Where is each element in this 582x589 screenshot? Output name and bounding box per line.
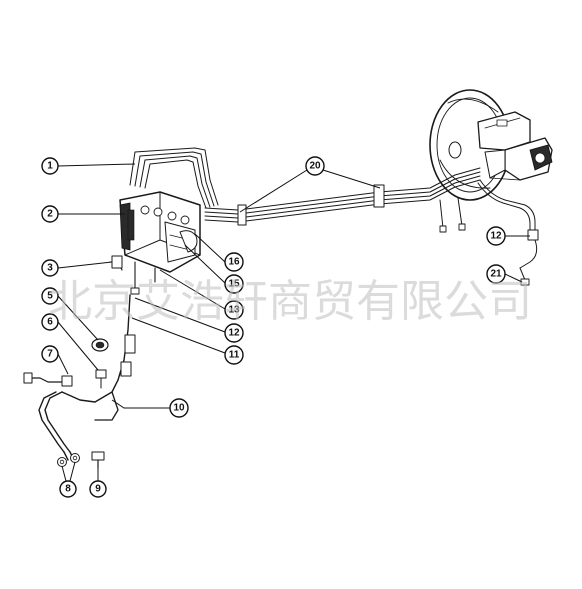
bolt xyxy=(91,451,105,469)
callout-5-label: 5 xyxy=(47,291,53,302)
sensor-connector xyxy=(109,255,123,271)
callout-9-label: 9 xyxy=(95,484,101,495)
callout-20-label: 20 xyxy=(309,161,321,172)
callout-11: 11 xyxy=(224,345,244,365)
callout-6-label: 6 xyxy=(47,317,53,328)
grommet xyxy=(91,338,109,352)
callout-1: 1 xyxy=(41,157,59,175)
callout-21-label: 21 xyxy=(490,269,502,280)
callout-12-right-label: 12 xyxy=(490,231,502,242)
brake-line-loop xyxy=(129,147,219,209)
callout-15-label: 15 xyxy=(228,279,240,290)
callout-12-left: 12 xyxy=(224,323,244,343)
callout-15: 15 xyxy=(224,274,244,294)
rear-brake-lines xyxy=(439,179,539,286)
callout-20: 20 xyxy=(305,156,325,176)
callout-7-label: 7 xyxy=(47,349,53,360)
callout-3: 3 xyxy=(41,259,59,277)
brake-line-bundle xyxy=(204,167,481,226)
callout-12-right: 12 xyxy=(486,226,506,246)
fastener xyxy=(95,369,107,389)
callout-16: 16 xyxy=(224,252,244,272)
callout-8: 8 xyxy=(59,480,77,498)
callout-3-label: 3 xyxy=(47,263,53,274)
callout-11-label: 11 xyxy=(229,350,240,361)
callout-5: 5 xyxy=(41,287,59,305)
watermark-text: 北京艾浩轩商贸有限公司 xyxy=(48,276,532,327)
leader-lines xyxy=(57,163,530,482)
callout-2: 2 xyxy=(41,205,59,223)
harness-clip xyxy=(124,334,136,354)
callout-10: 10 xyxy=(169,398,189,418)
line-clip xyxy=(373,184,385,208)
callout-7: 7 xyxy=(41,345,59,363)
callout-13-label: 13 xyxy=(228,305,240,316)
callout-1-label: 1 xyxy=(47,161,53,172)
nuts xyxy=(57,453,80,467)
line-clip xyxy=(237,204,247,226)
harness-clip xyxy=(120,361,132,377)
callout-9: 9 xyxy=(89,480,107,498)
callout-10-label: 10 xyxy=(173,403,185,414)
callout-2-label: 2 xyxy=(47,209,53,220)
callout-6: 6 xyxy=(41,313,59,331)
wheel-speed-sensor-harness xyxy=(23,294,136,461)
callout-21: 21 xyxy=(486,264,506,284)
callout-13: 13 xyxy=(224,300,244,320)
callout-16-label: 16 xyxy=(228,257,240,268)
master-cylinder xyxy=(477,111,553,181)
callout-12-left-label: 12 xyxy=(228,328,240,339)
callout-8-label: 8 xyxy=(65,484,71,495)
